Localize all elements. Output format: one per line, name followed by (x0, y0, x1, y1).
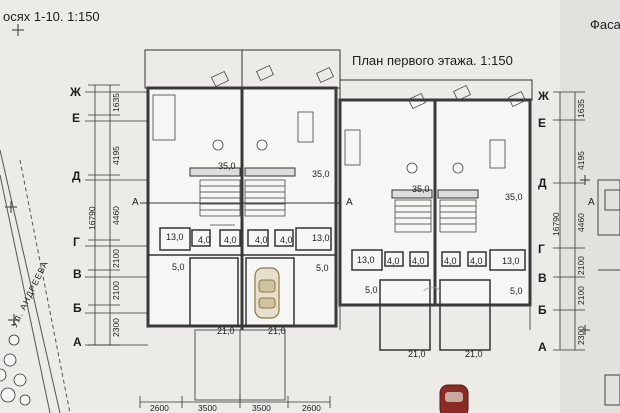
area-living-right-b2: 35,0 (505, 192, 523, 202)
area-hall-right: 5,0 (316, 263, 329, 273)
area-store-4-b2: 4,0 (470, 256, 483, 266)
area-living-left: 35,0 (218, 161, 236, 171)
dimension-lines (85, 84, 585, 408)
area-store-1-b2: 4,0 (387, 256, 400, 266)
facade-title-cut: Фаса (590, 17, 620, 32)
area-wc-right-b2: 13,0 (502, 256, 520, 266)
dim-1635-right: 1635 (576, 99, 586, 118)
axis-label-zh: Ж (70, 85, 81, 99)
axis-label-d-right: Д (538, 176, 547, 190)
area-wc-left: 13,0 (166, 232, 184, 242)
dim-4460-right: 4460 (576, 213, 586, 232)
left-building-plan (140, 49, 345, 401)
area-store-3: 4,0 (255, 235, 268, 245)
dim-2100b-left: 2100 (111, 281, 121, 300)
axis-label-a: А (73, 335, 82, 349)
section-mark-mid: А (346, 197, 353, 208)
dim-total-left: 16790 (87, 206, 97, 230)
axis-label-a-right: А (538, 340, 547, 354)
area-store-4: 4,0 (280, 235, 293, 245)
area-garage-left: 21,0 (217, 326, 235, 336)
axis-label-e: Е (72, 111, 81, 125)
left-sheet-title: осях 1-10. 1:150 (3, 9, 100, 24)
pencil-scribble: ⌒ (420, 286, 438, 307)
area-wc-left-b2: 13,0 (357, 255, 375, 265)
red-car-icon (439, 384, 469, 413)
axis-label-zh-right: Ж (538, 89, 549, 103)
area-wc-right: 13,0 (312, 233, 330, 243)
dim-2300-left: 2300 (111, 318, 121, 337)
facade-fragment (597, 179, 620, 406)
area-store-2-b2: 4,0 (412, 256, 425, 266)
axis-label-b-right: Б (538, 303, 547, 317)
axis-label-e-right: Е (538, 116, 547, 130)
dim-bottom-1: 2600 (150, 403, 169, 413)
street-lines (0, 149, 71, 413)
car-icon (254, 267, 280, 319)
axis-label-v-right: В (538, 271, 547, 285)
area-garage-left-b2: 21,0 (408, 349, 426, 359)
area-garage-right: 21,0 (268, 326, 286, 336)
area-store-1: 4,0 (198, 235, 211, 245)
area-store-3-b2: 4,0 (444, 256, 457, 266)
dim-bottom-3: 3500 (252, 403, 271, 413)
dim-2100a-right: 2100 (576, 256, 586, 275)
dim-2300-right: 2300 (576, 326, 586, 345)
area-hall-left: 5,0 (172, 262, 185, 272)
dim-4460-left: 4460 (111, 206, 121, 225)
dim-1635-left: 1635 (111, 93, 121, 112)
dim-4195-right: 4195 (576, 151, 586, 170)
tree-symbols (0, 334, 31, 406)
axis-label-v: В (73, 267, 82, 281)
area-garage-right-b2: 21,0 (465, 349, 483, 359)
area-living-right: 35,0 (312, 169, 330, 179)
axis-label-d: Д (72, 169, 81, 183)
dim-2100b-right: 2100 (576, 286, 586, 305)
area-store-2: 4,0 (224, 235, 237, 245)
axis-label-g: Г (73, 235, 80, 249)
dim-4195-left: 4195 (111, 146, 121, 165)
axis-label-g-right: Г (538, 242, 545, 256)
area-hall-right-b2: 5,0 (510, 286, 523, 296)
right-building-plan (338, 79, 533, 413)
section-mark-right: А (588, 197, 595, 208)
axis-label-b: Б (73, 301, 82, 315)
dim-total-right: 16790 (551, 212, 561, 236)
area-hall-left-b2: 5,0 (365, 285, 378, 295)
dim-2100a-left: 2100 (111, 249, 121, 268)
area-living-left-b2: 35,0 (412, 184, 430, 194)
plan-title: План первого этажа. 1:150 (352, 53, 513, 68)
section-mark-left: А (132, 197, 139, 208)
dim-bottom-4: 2600 (302, 403, 321, 413)
dim-bottom-2: 3500 (198, 403, 217, 413)
